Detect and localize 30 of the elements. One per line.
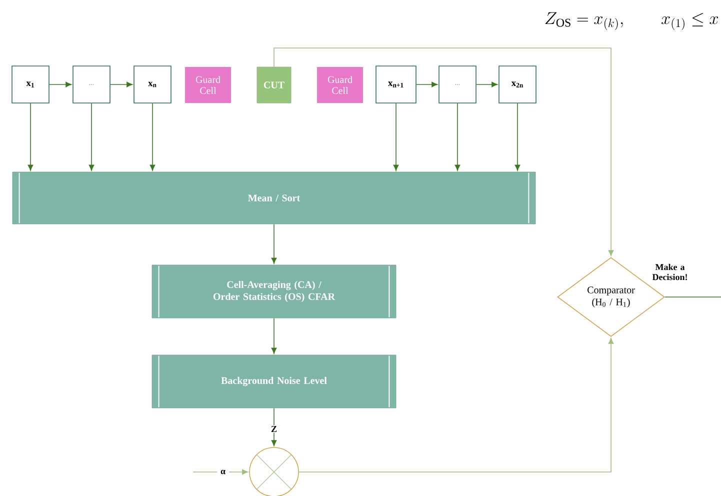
process-box: Mean / Sort xyxy=(12,172,536,224)
edge-label: α xyxy=(217,468,229,476)
arrow xyxy=(274,48,614,256)
arrow xyxy=(271,408,277,446)
arrow xyxy=(49,82,72,88)
guard-cell-box: Guard Cell xyxy=(317,67,363,103)
arrow xyxy=(393,103,399,171)
cell-box: x$_{n+1}$ xyxy=(376,66,416,104)
arrow xyxy=(416,82,438,88)
cut-cell-box: CUT xyxy=(256,66,292,104)
arrow xyxy=(476,82,498,88)
arrow xyxy=(514,103,520,171)
arrow xyxy=(271,318,277,354)
process-box: Background Noise Level xyxy=(152,354,396,408)
arrow xyxy=(88,103,94,171)
cell-box: x$_{2n}$ xyxy=(498,66,536,104)
process-box: Cell-Averaging (CA) / Order Statistics (OS) CFAR xyxy=(152,264,396,318)
cell-box: x$_{1}$ xyxy=(12,66,50,104)
arrow xyxy=(298,338,614,472)
arrow xyxy=(454,103,460,171)
guard-cell-box: Guard Cell xyxy=(185,67,231,103)
arrow xyxy=(150,103,156,171)
multiplier-circle xyxy=(249,447,299,496)
edge-label: Z xyxy=(268,425,280,433)
cell-box: x$_{n}$ xyxy=(134,66,172,104)
arrow xyxy=(28,103,34,171)
arrow xyxy=(110,82,133,88)
arrow xyxy=(271,224,277,264)
formula: $Z_{\mathrm{OS}} = x_{(k)},\qquad x_{(1)} \le x$ xyxy=(545,12,718,30)
arrow xyxy=(192,469,248,475)
